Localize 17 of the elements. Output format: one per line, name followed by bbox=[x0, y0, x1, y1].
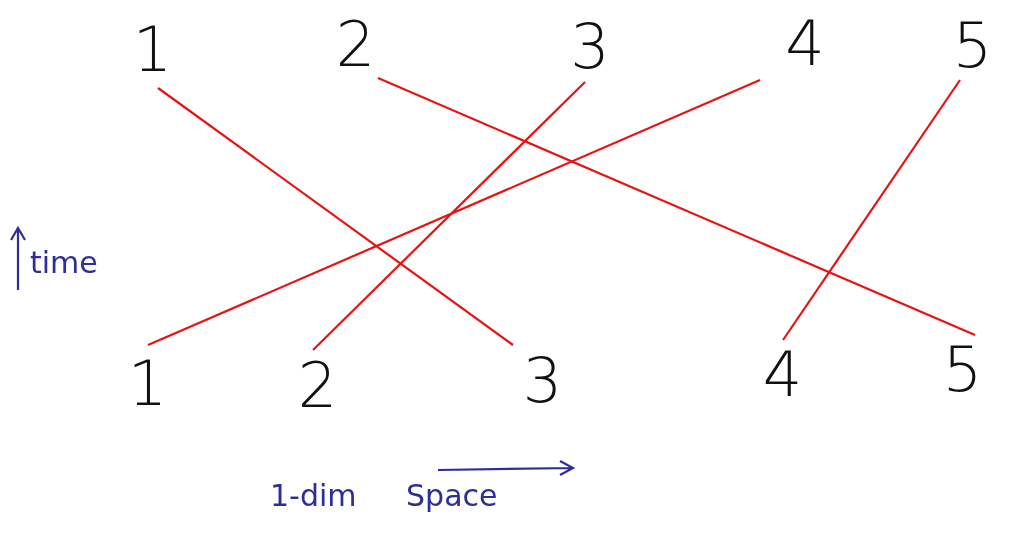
number-label: 1 bbox=[125, 12, 180, 88]
connector-line bbox=[782, 79, 961, 341]
number-label: 5 bbox=[920, 335, 1005, 405]
axis-label: time bbox=[30, 245, 98, 280]
number-label: 4 bbox=[745, 340, 820, 410]
number-label: 1 bbox=[120, 345, 175, 423]
connector-line bbox=[157, 87, 514, 346]
number-label: 2 bbox=[275, 350, 360, 422]
number-label: 2 bbox=[318, 12, 393, 78]
connector-line bbox=[312, 81, 586, 351]
axis-label: 1-dim Space bbox=[270, 478, 498, 513]
number-label: 5 bbox=[935, 12, 1010, 80]
connector-line bbox=[377, 77, 976, 336]
number-label: 4 bbox=[770, 8, 840, 80]
number-label: 3 bbox=[505, 345, 580, 417]
number-label: 3 bbox=[550, 12, 630, 82]
connector-line bbox=[147, 79, 761, 346]
